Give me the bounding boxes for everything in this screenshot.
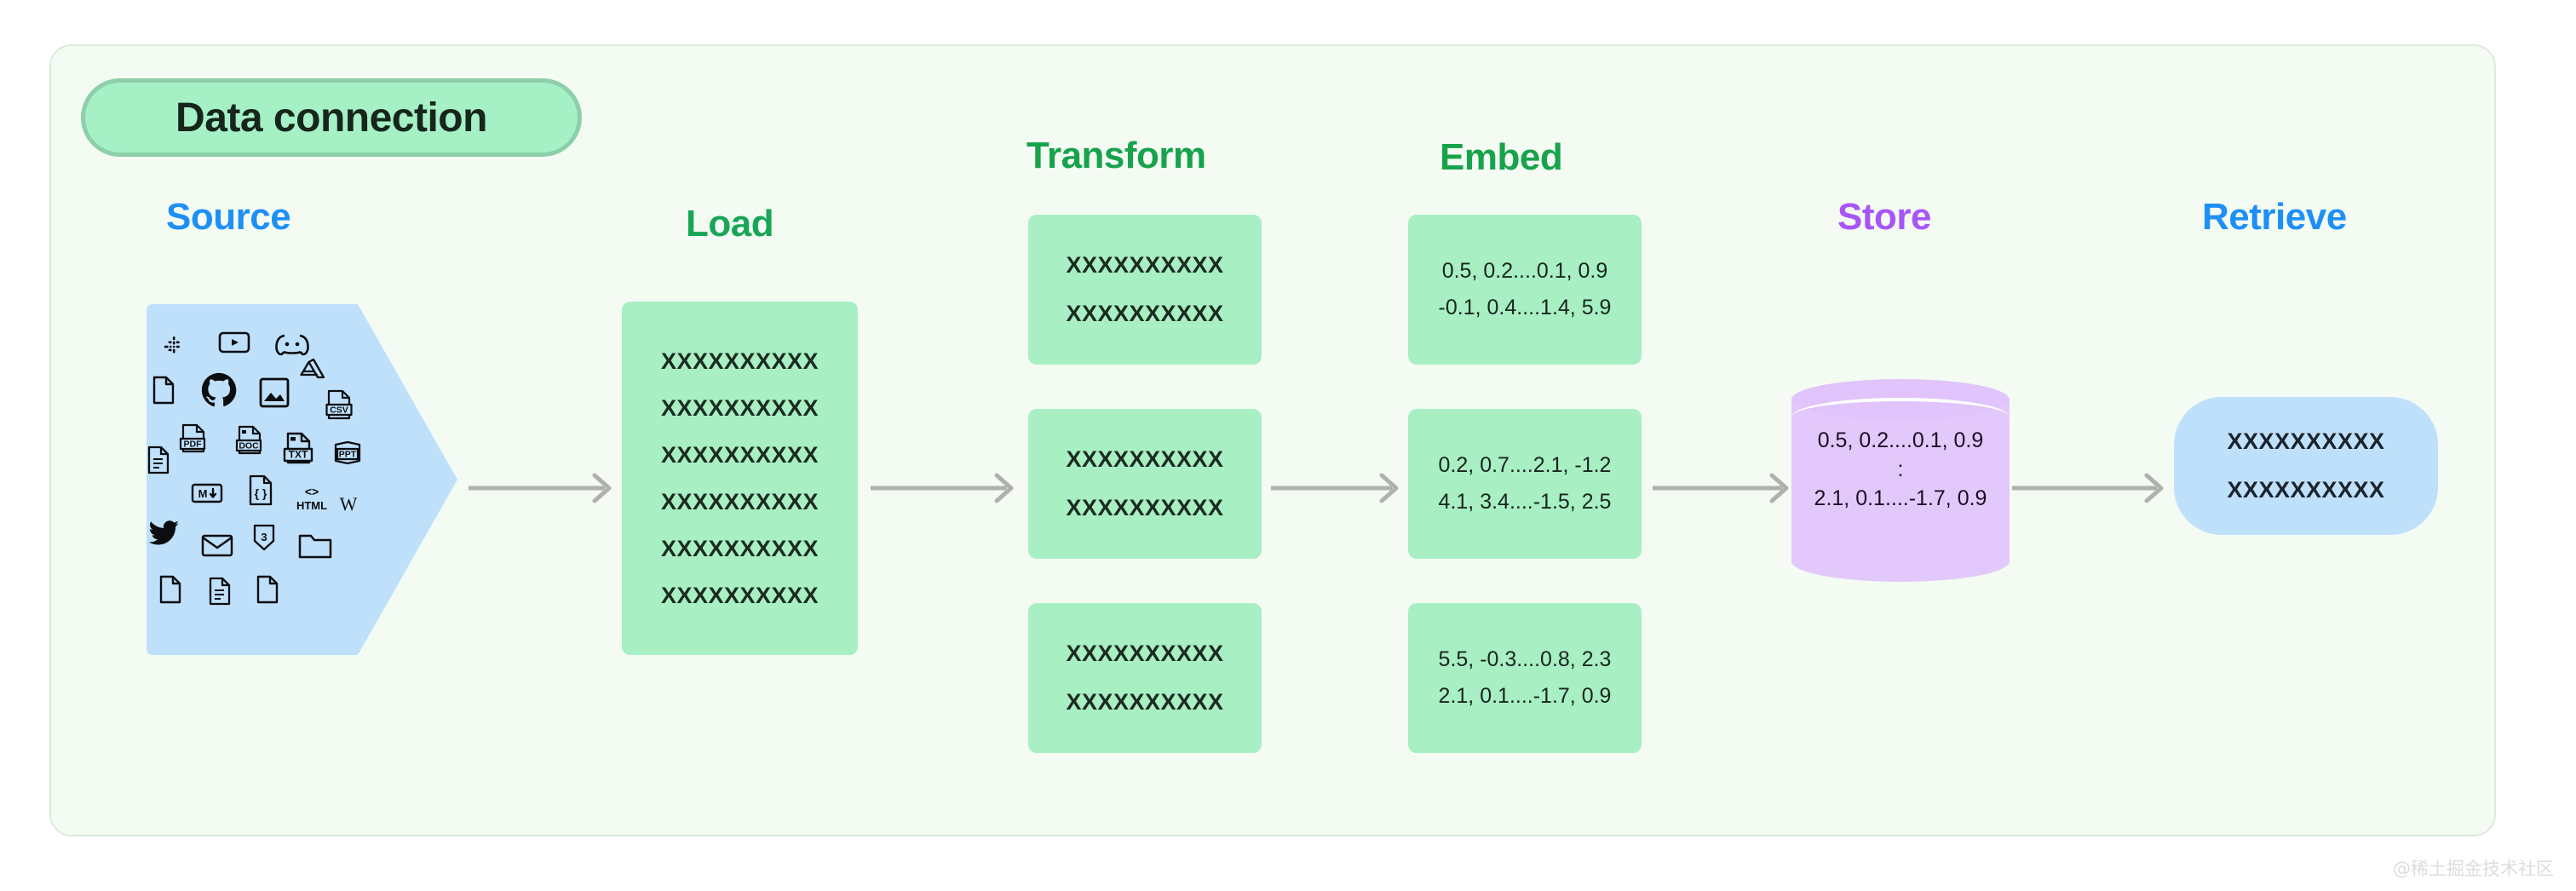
twitter-icon [147,519,181,548]
load-line: XXXXXXXXXX [660,348,819,374]
transform-box: XXXXXXXXXX XXXXXXXXXX [1028,409,1262,559]
transform-line: XXXXXXXXXX [1066,689,1224,715]
embed-box: 5.5, -0.3....0.8, 2.3 2.1, 0.1....-1.7, … [1408,603,1642,753]
store-line: : [1897,457,1904,481]
transform-box: XXXXXXXXXX XXXXXXXXXX [1028,215,1262,365]
store-text: 0.5, 0.2....0.1, 0.9 : 2.1, 0.1....-1.7,… [1791,428,2010,511]
slack-icon [162,335,187,360]
embed-line: 0.2, 0.7....2.1, -1.2 [1438,453,1612,477]
folder-icon [298,532,332,560]
document-lines-icon [147,446,170,474]
github-icon [199,371,239,410]
stage-heading-load: Load [686,203,774,244]
source-pentagon-shape [147,304,457,655]
store-line: 0.5, 0.2....0.1, 0.9 [1817,428,1984,452]
css3-icon: 3 [252,524,276,551]
csv-file-label: CSV [330,405,348,416]
wikipedia-icon: W [336,491,361,515]
html-code-label: <> [305,485,319,498]
wikipedia-label: W [340,493,358,514]
ppt-file-label: PPT [339,450,357,460]
embed-line: 4.1, 3.4....-1.5, 2.5 [1438,490,1612,514]
source-icon-grid: CSV PDF DOC [147,304,436,655]
load-line: XXXXXXXXXX [660,394,819,421]
image-icon [259,377,290,408]
svg-text:3: 3 [261,531,267,543]
stage-heading-transform: Transform [1026,135,1206,176]
embed-line: -0.1, 0.4....1.4, 5.9 [1438,296,1612,319]
file-blank-icon [256,575,279,604]
watermark: @稀土掘金技术社区 [2393,859,2554,879]
embed-box: 0.2, 0.7....2.1, -1.2 4.1, 3.4....-1.5, … [1408,409,1642,559]
transform-line: XXXXXXXXXX [1066,641,1224,666]
transform-line: XXXXXXXXXX [1066,252,1224,278]
google-drive-icon [300,357,327,381]
email-icon [201,532,233,558]
document-text-icon [208,577,232,606]
stage-heading-retrieve: Retrieve [2202,196,2347,238]
html-icon: <> HTML [295,485,329,514]
txt-file-icon: TXT [283,432,315,466]
embed-line: 2.1, 0.1....-1.7, 0.9 [1438,684,1612,708]
pdf-file-label: PDF [184,440,203,450]
load-line: XXXXXXXXXX [660,535,819,561]
diagram-frame [49,44,2496,836]
stage-heading-source: Source [166,196,291,238]
arrow-load-to-transform [869,464,1021,512]
load-box: XXXXXXXXXX XXXXXXXXXX XXXXXXXXXX XXXXXXX… [622,302,858,655]
doc-file-icon: DOC [235,425,264,456]
transform-line: XXXXXXXXXX [1066,446,1224,472]
cylinder-rim [1792,398,2009,435]
load-line: XXXXXXXXXX [660,441,819,468]
embed-line: 0.5, 0.2....0.1, 0.9 [1441,259,1608,283]
html-text-label: HTML [296,499,327,512]
arrow-transform-to-embed [1269,464,1406,512]
file-icon [152,376,175,405]
data-connection-title-pill: Data connection [81,78,582,157]
data-connection-title-label: Data connection [175,95,487,141]
ppt-file-icon: PPT [332,439,363,469]
arrow-source-to-load [467,464,618,512]
store-cylinder: 0.5, 0.2....0.1, 0.9 : 2.1, 0.1....-1.7,… [1791,379,2010,582]
stage-heading-store: Store [1837,196,1931,238]
transform-box: XXXXXXXXXX XXXXXXXXXX [1028,603,1262,753]
arrow-store-to-retrieve [2010,464,2172,512]
transform-line: XXXXXXXXXX [1066,495,1224,520]
json-label: { } [255,486,267,500]
csv-file-icon: CSV [325,389,353,420]
stage-heading-embed: Embed [1440,136,1563,178]
arrow-embed-to-store [1651,464,1796,512]
doc-file-label: DOC [239,441,259,451]
transform-line: XXXXXXXXXX [1066,301,1224,326]
discord-icon [274,333,310,357]
embed-line: 5.5, -0.3....0.8, 2.3 [1438,647,1612,671]
json-file-icon: { } [247,474,274,507]
youtube-icon [218,330,250,355]
retrieve-line: XXXXXXXXXX [2227,477,2385,503]
markdown-icon: M [191,481,223,505]
load-line: XXXXXXXXXX [660,488,819,514]
retrieve-box: XXXXXXXXXX XXXXXXXXXX [2174,397,2438,535]
store-line: 2.1, 0.1....-1.7, 0.9 [1814,486,1987,510]
markdown-label: M [198,487,208,500]
embed-box: 0.5, 0.2....0.1, 0.9 -0.1, 0.4....1.4, 5… [1408,215,1642,365]
retrieve-line: XXXXXXXXXX [2227,428,2385,454]
file-plain-icon [158,575,182,604]
pdf-file-icon: PDF [179,423,208,454]
load-line: XXXXXXXXXX [660,582,819,608]
txt-file-label: TXT [289,449,308,461]
